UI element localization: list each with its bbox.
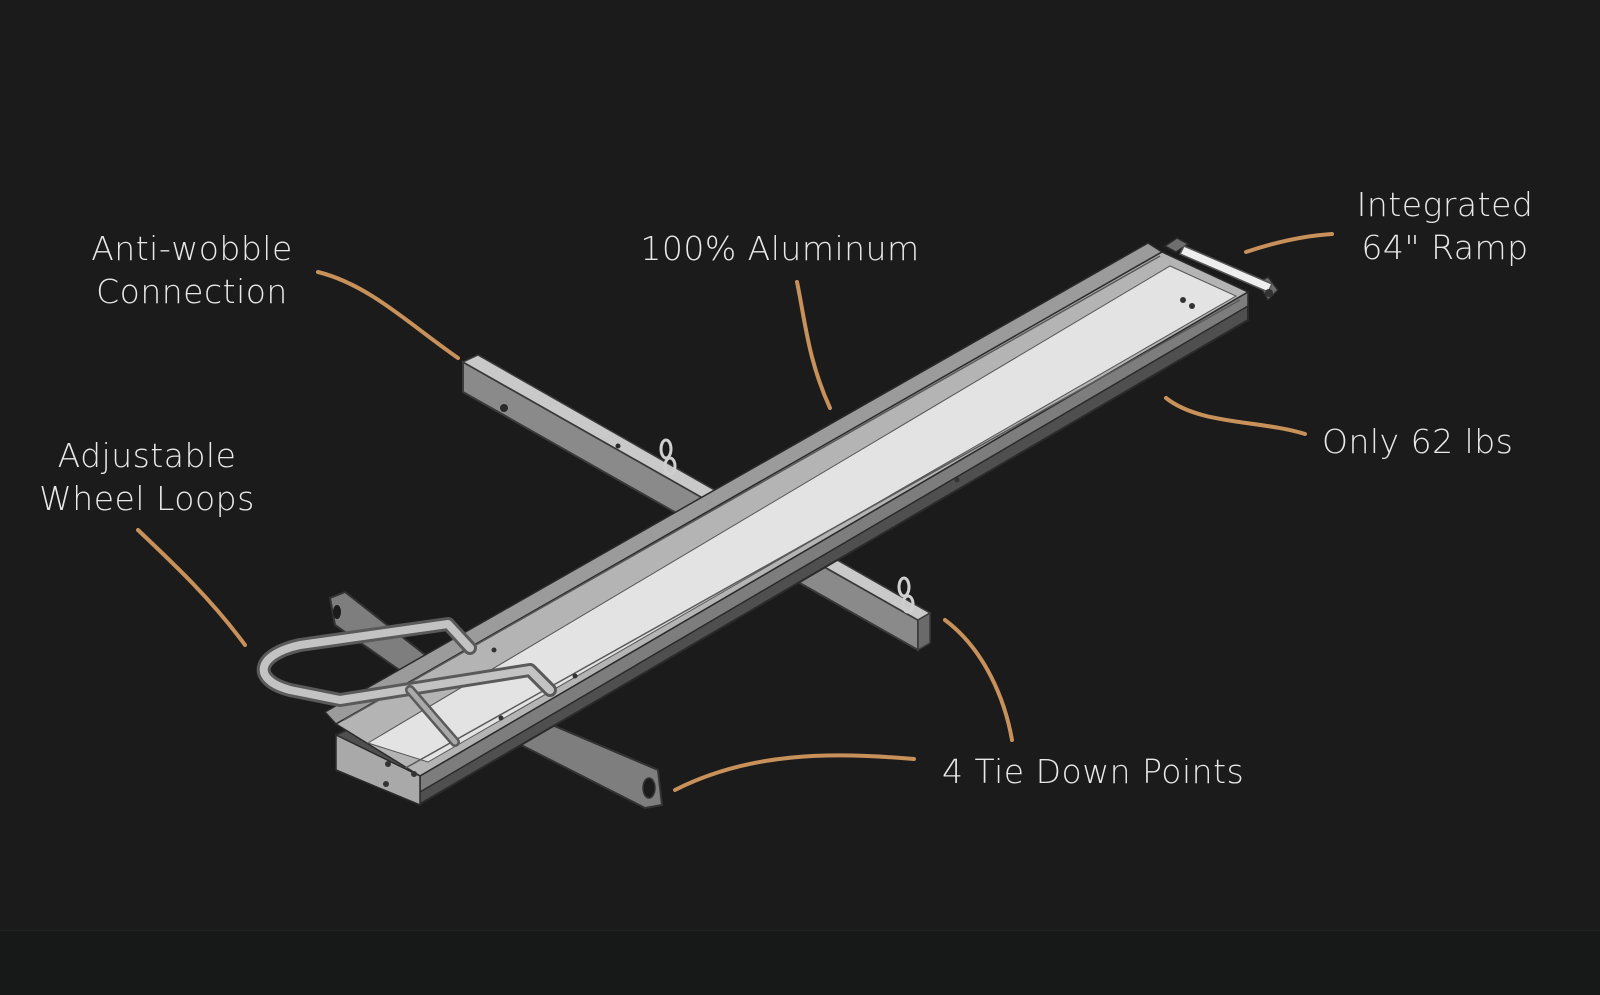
aluminum-text: 100% Aluminum: [640, 229, 920, 268]
weight-label: Only 62 lbs: [1322, 420, 1513, 463]
wheel-loops-line-1: Adjustable: [57, 436, 237, 475]
ramp-platform: [323, 242, 1250, 807]
weight-text: Only 62 lbs: [1322, 422, 1514, 461]
ramp-line-2: 64" Ramp: [1361, 228, 1529, 267]
tie-down-point: [897, 576, 915, 614]
ramp-pointer: [1244, 232, 1334, 254]
wheel-loops-label: Adjustable Wheel Loops: [22, 434, 272, 520]
integrated-ramp-label: Integrated 64" Ramp: [1330, 183, 1560, 269]
bottom-band: [0, 930, 1600, 995]
aluminum-label: 100% Aluminum: [630, 227, 930, 270]
integrated-ramp-end: [1163, 237, 1279, 302]
stabilizer-arm: [328, 590, 664, 810]
anti-wobble-line-2: Connection: [96, 272, 288, 311]
tie-down-label: 4 Tie Down Points: [942, 750, 1244, 793]
wheel-loop: [256, 617, 557, 747]
ramp-line-1: Integrated: [1356, 185, 1534, 224]
anti-wobble-line-1: Anti-wobble: [91, 229, 293, 268]
tie-down-text: 4 Tie Down Points: [942, 752, 1245, 791]
tie-down-pointer-right: [943, 618, 1014, 742]
wheel-loops-pointer: [136, 528, 247, 647]
weight-pointer: [1164, 396, 1307, 436]
aluminum-pointer: [795, 280, 832, 410]
callout-pointers: [136, 232, 1334, 792]
anti-wobble-pointer: [316, 270, 460, 360]
tie-down-point: [659, 438, 677, 476]
anti-wobble-connection-label: Anti-wobble Connection: [72, 227, 312, 313]
wheel-loops-line-2: Wheel Loops: [39, 479, 255, 518]
tie-down-pointer-left: [673, 753, 916, 792]
